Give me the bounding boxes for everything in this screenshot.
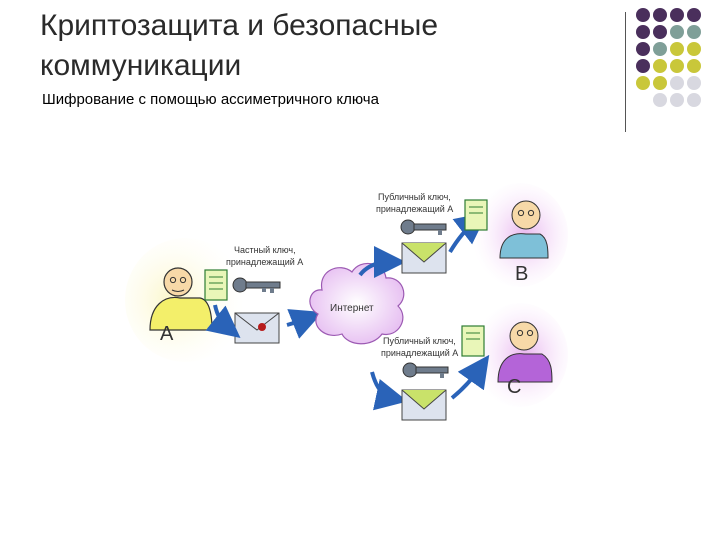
public-key-b-icon [400,219,447,235]
arrow-cloud-to-c [370,371,408,411]
private-key-caption-line1: Частный ключ, [234,245,296,255]
public-key-b-caption-line2: принадлежащий A [376,204,453,214]
person-a-icon [149,267,213,331]
document-c-icon [461,325,485,357]
public-key-b-caption-line1: Публичный ключ, [378,192,451,202]
person-c-label: C [507,376,521,398]
decorative-dot [687,42,701,56]
sealed-envelope-icon [234,312,280,344]
envelope-c-icon [401,389,447,421]
decorative-dot [653,25,667,39]
person-c-icon [497,321,553,383]
arrow-envelope-to-c [450,354,490,400]
decorative-dot [687,93,701,107]
private-key-icon [232,277,281,293]
decorative-dot [653,59,667,73]
public-key-c-icon [402,362,449,378]
person-b-icon [499,200,549,259]
decorative-dot [687,8,701,22]
decorative-dot [653,42,667,56]
decorative-dot [636,25,650,39]
public-key-c-caption-line2: принадлежащий A [381,348,458,358]
decorative-dot [653,93,667,107]
decorative-dot [687,25,701,39]
divider-line [625,12,626,132]
document-icon [204,269,228,301]
decorative-dot [687,76,701,90]
decorative-dot [670,93,684,107]
decorative-dot [636,8,650,22]
decorative-dot [670,76,684,90]
private-key-caption-line2: принадлежащий A [226,257,303,267]
arrow-cloud-to-b [358,246,406,279]
decorative-dot [636,59,650,73]
person-a-label: A [160,323,174,345]
document-b-icon [464,199,488,231]
decorative-dot [636,42,650,56]
slide-title: Криптозащита и безопасные коммуникации [40,9,439,82]
decorative-dot [687,59,701,73]
decorative-dot [653,76,667,90]
arrow-doc-to-envelope [205,304,241,338]
arrow-envelope-to-cloud [286,309,323,339]
public-key-c-caption-line1: Публичный ключ, [383,336,456,346]
envelope-b-icon [401,242,447,274]
cloud-label: Интернет [330,303,374,314]
decorative-dot [670,42,684,56]
decorative-dot [636,76,650,90]
slide-subtitle: Шифрование с помощью ассиметричного ключ… [42,91,379,108]
decorative-dot [653,8,667,22]
decorative-dot [636,93,650,107]
person-b-label: B [515,263,528,285]
internet-cloud-icon [309,262,405,345]
decorative-dot [670,25,684,39]
decorative-dot [670,8,684,22]
decorative-dot [670,59,684,73]
